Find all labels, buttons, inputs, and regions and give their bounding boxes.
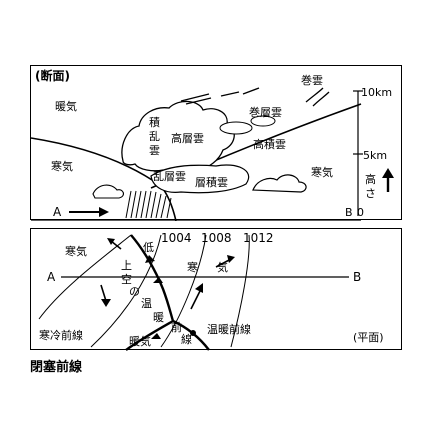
isobar-1012-label: 1012	[243, 231, 274, 245]
low-pressure-label: 低	[143, 241, 154, 254]
nimbostratus-label: 乱層雲	[153, 170, 186, 183]
cirrus-streaks	[180, 87, 330, 107]
isobars	[38, 234, 250, 348]
warm-aloft-char-3: の	[129, 285, 140, 298]
front-symbols	[145, 255, 196, 339]
isobar-1008-label: 1008	[201, 231, 232, 245]
plan-view-diagram: A B 1004 1008 1012 低 寒気 寒 気 上 空 の 温 暖 前 …	[38, 231, 384, 351]
cross-section-panel: A (断面) 暖気 寒気 寒気 巻雲 巻層雲 高層雲 高積雲 積 乱 雲 乱層雲…	[30, 65, 402, 221]
plan-point-b: B	[353, 270, 361, 284]
cumulus-cloud	[252, 174, 307, 193]
up-arrow-icon	[382, 168, 394, 192]
plan-view-panel: A B 1004 1008 1012 低 寒気 寒 気 上 空 の 温 暖 前 …	[30, 228, 402, 351]
nimbostratus-cloud	[150, 164, 250, 194]
cirrus-label: 巻雲	[301, 74, 323, 87]
cumulonimbus-cloud	[121, 100, 235, 178]
front-char-2: 線	[181, 332, 192, 346]
height-scale	[353, 90, 363, 216]
cross-section-diagram: A (断面) 暖気 寒気 寒気 巻雲 巻層雲 高層雲 高積雲 積 乱 雲 乱層雲…	[31, 68, 394, 221]
plan-point-a: A	[47, 270, 56, 284]
plan-cold-air-char-2: 気	[217, 260, 228, 274]
wind-arrowheads	[101, 238, 235, 307]
section-title: (断面)	[35, 68, 70, 83]
altocumulus-label: 高積雲	[253, 137, 286, 151]
wind-arrow-icon	[69, 207, 109, 217]
cumulonimbus-label-3: 雲	[149, 144, 160, 157]
plan-title: (平面)	[353, 331, 384, 344]
warm-aloft-char-5: 暖	[153, 311, 164, 324]
cirrostratus-label: 巻層雲	[249, 106, 282, 119]
scale-bottom-label: 0	[357, 206, 364, 219]
scale-top-label: 10km	[361, 86, 392, 99]
height-label-2: さ	[365, 187, 376, 200]
stratocumulus-label: 層積雲	[195, 175, 228, 189]
plan-cold-air-label: 寒気	[65, 244, 87, 258]
cold-air-label-right: 寒気	[311, 165, 333, 179]
altostratus-label: 高層雲	[171, 131, 204, 145]
plan-warm-air-label: 暖気	[129, 334, 151, 348]
cumulonimbus-label-2: 乱	[149, 130, 160, 143]
plan-cold-air-char-1: 寒	[187, 260, 198, 274]
height-label-1: 高	[365, 172, 376, 186]
rain-hatching	[125, 190, 172, 219]
cumulonimbus-label-1: 積	[149, 115, 160, 129]
warm-front-label: 温暖前線	[207, 322, 251, 336]
warm-aloft-char-1: 上	[121, 259, 132, 272]
cold-air-label-left: 寒気	[51, 159, 73, 173]
warm-aloft-char-2: 空	[121, 272, 132, 286]
altocumulus-clouds	[219, 115, 276, 135]
section-point-b: B	[345, 206, 353, 219]
warm-air-label: 暖気	[55, 99, 77, 113]
cold-front-label: 寒冷前線	[39, 328, 83, 342]
small-cloud	[92, 184, 125, 199]
figure-caption: 閉塞前線	[30, 360, 83, 375]
cold-front-line	[125, 319, 174, 351]
scale-mid-label: 5km	[363, 149, 387, 162]
section-point-a: A	[53, 205, 62, 219]
front-char-1: 前	[171, 320, 182, 334]
warm-aloft-char-4: 温	[141, 297, 152, 310]
occluded-front	[130, 234, 175, 322]
isobar-1004-label: 1004	[161, 231, 192, 245]
